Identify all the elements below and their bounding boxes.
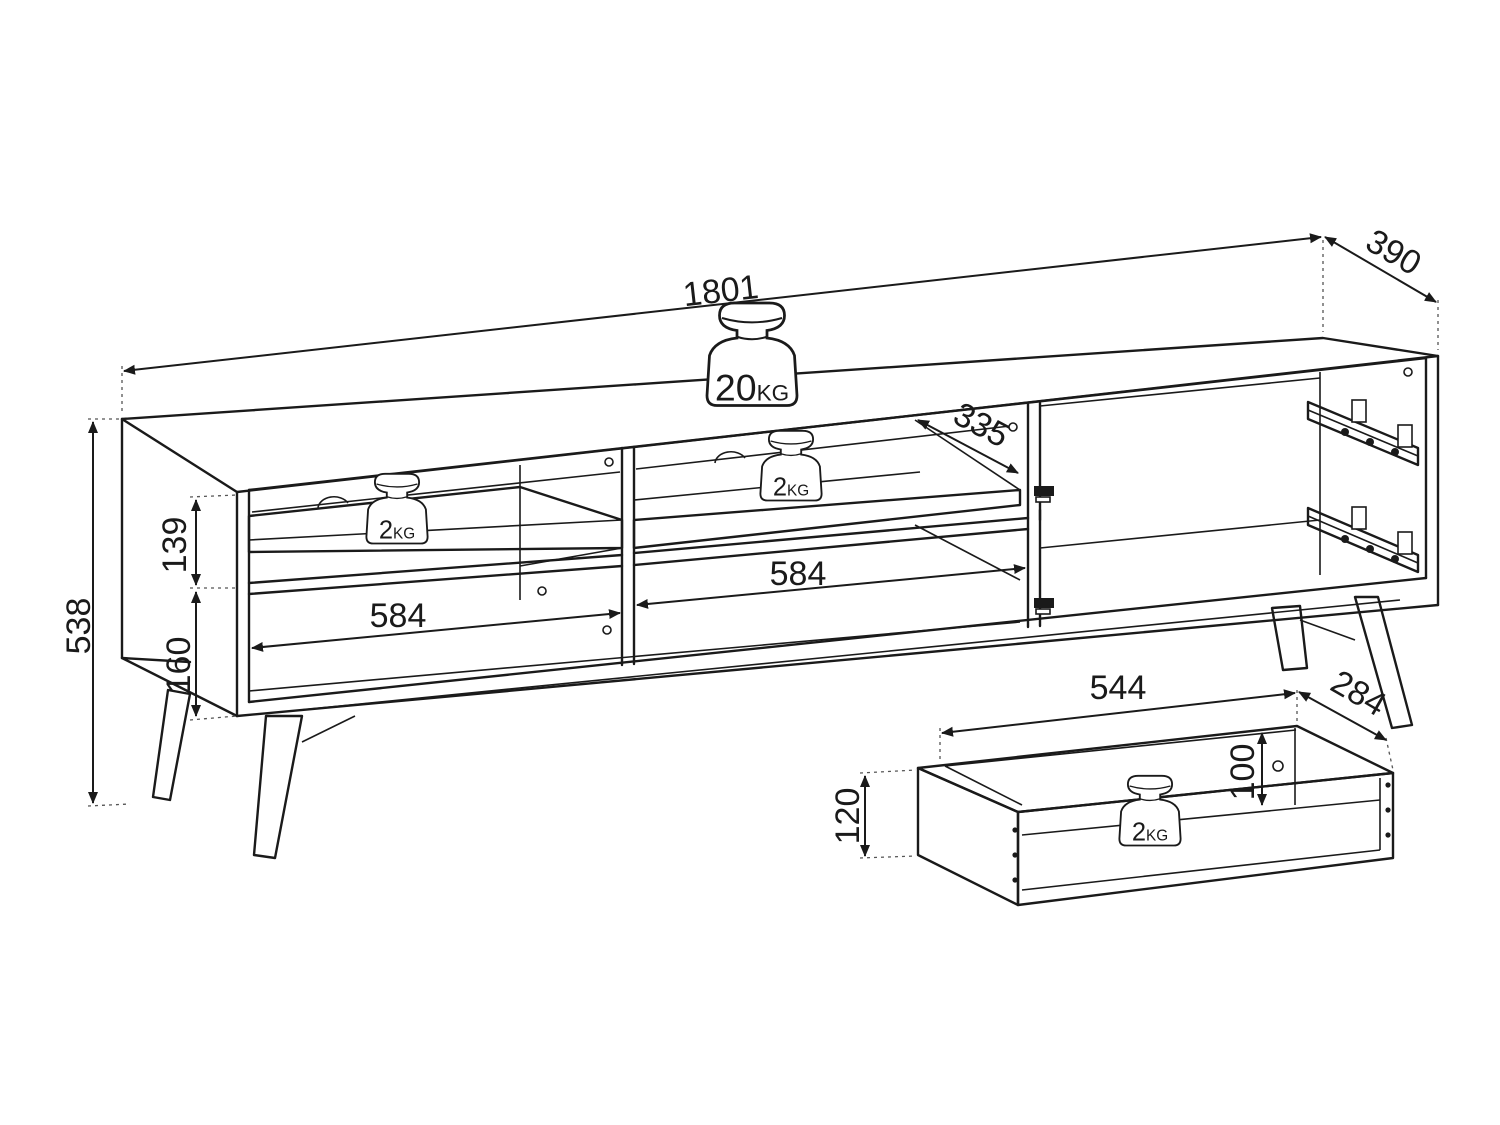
top-load-weight-icon: 20KG xyxy=(705,301,799,409)
hinge-left-lower xyxy=(1034,598,1054,615)
dim-overall-width xyxy=(123,233,1322,375)
hinge-left-upper xyxy=(1034,486,1054,503)
drawer-slide-upper xyxy=(1306,399,1420,467)
label-left-shelf-width: 584 xyxy=(370,597,427,635)
left-compartment-shelf xyxy=(247,485,624,554)
cabinet-legs xyxy=(151,595,1414,860)
svg-text:2KG: 2KG xyxy=(379,516,415,544)
drawer-weight-icon: 2KG xyxy=(1118,774,1182,847)
label-middle-shelf-width: 584 xyxy=(770,555,827,593)
label-drawer-inner-height: 100 xyxy=(1224,744,1262,801)
left-shelf-weight-icon: 2KG xyxy=(365,472,429,545)
dim-middle-shelf-width xyxy=(636,564,1026,609)
dim-drawer-depth xyxy=(1298,691,1387,741)
drawer xyxy=(916,724,1395,907)
svg-text:2KG: 2KG xyxy=(1132,818,1168,846)
middle-compartment-shelf xyxy=(632,488,1022,550)
dimension-lines xyxy=(87,233,1439,859)
svg-text:2KG: 2KG xyxy=(773,473,809,501)
tv-stand-cabinet xyxy=(120,336,1440,718)
label-overall-depth: 390 xyxy=(1359,222,1427,283)
middle-shelf-weight-icon: 2KG xyxy=(759,429,823,502)
label-drawer-depth: 284 xyxy=(1324,663,1392,724)
label-overall-width: 1801 xyxy=(681,268,760,314)
label-drawer-width: 544 xyxy=(1090,669,1147,707)
label-upper-compartment: 139 xyxy=(156,517,194,574)
dim-left-shelf-width xyxy=(251,609,621,652)
dim-shelf-depth xyxy=(917,419,1019,474)
dim-drawer-width xyxy=(941,689,1296,737)
label-lower-compartment: 160 xyxy=(160,637,198,694)
drawer-slide-lower xyxy=(1306,506,1420,574)
label-overall-height: 538 xyxy=(60,598,98,655)
label-drawer-outer-height: 120 xyxy=(829,788,867,845)
dim-overall-depth xyxy=(1324,236,1437,303)
